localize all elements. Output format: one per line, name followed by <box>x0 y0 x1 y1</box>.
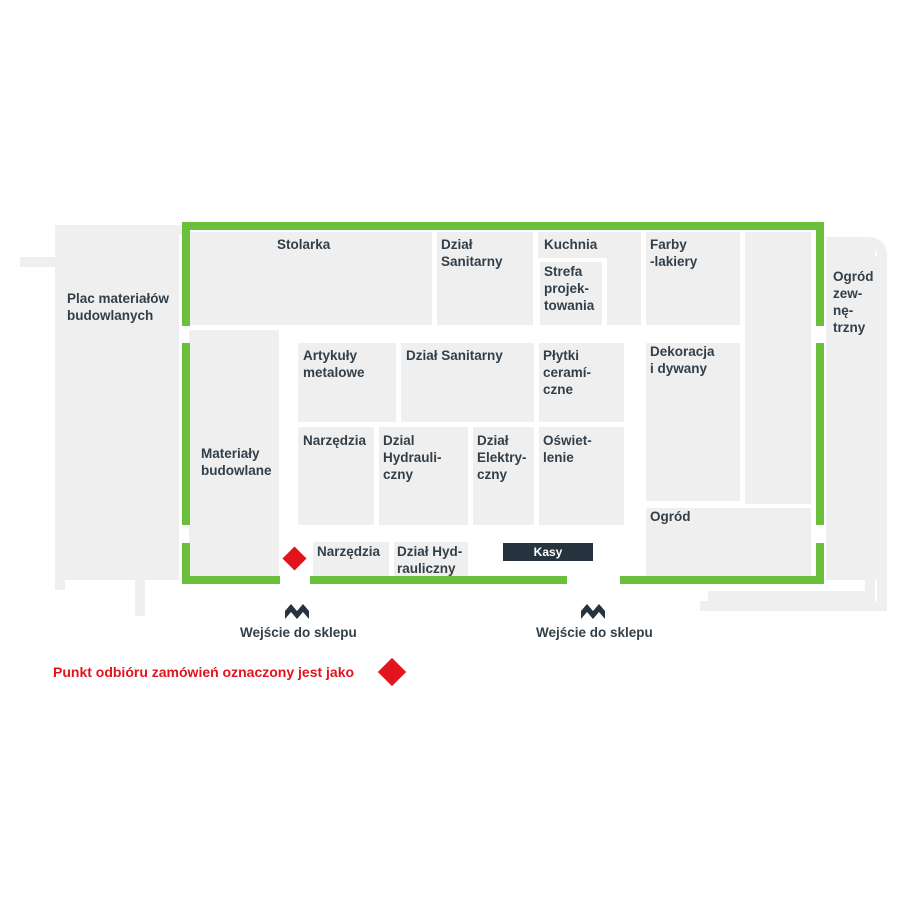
zone-hydrauliczny-mid <box>379 427 468 525</box>
zone-sanitarny-top <box>437 232 533 325</box>
zone-right-wall-strip <box>745 232 811 504</box>
label-plac: Plac materiałów budowlanych <box>67 291 170 323</box>
label-ogrod: Ogród <box>650 509 691 524</box>
zone-plac <box>63 234 179 580</box>
zone-materialy-column <box>189 330 279 577</box>
wall-top <box>182 222 824 326</box>
entrance-right-icon <box>581 604 605 619</box>
label-hydrauliczny-bottom: Dział Hyd- rauliczny <box>397 544 463 576</box>
label-plytki: Płytki ceramí- czne <box>543 348 592 397</box>
label-sanitarny-mid: Dział Sanitarny <box>406 348 503 363</box>
ogrod-zew-outline <box>700 237 887 611</box>
zone-oswietlenie <box>539 427 624 525</box>
entrance-left-label: Wejście do sklepu <box>240 625 357 640</box>
entrance-right-label: Wejście do sklepu <box>536 625 653 640</box>
zone-sanitarny-mid <box>401 343 534 422</box>
label-narzedzia-mid: Narzędzia <box>303 433 367 448</box>
zone-elektryczny <box>473 427 534 525</box>
checkout-kasy: Kasy <box>503 543 593 561</box>
zone-kuchnia-side <box>607 232 641 325</box>
legend-diamond-icon <box>377 657 407 687</box>
label-strefa: Strefa projek- towania <box>544 264 595 313</box>
pickup-legend-text: Punkt odbióru zamówień oznaczony jest ja… <box>53 664 355 680</box>
zone-ogrod-zew <box>826 256 878 580</box>
label-narzedzia-bottom: Narzędzia <box>317 544 381 559</box>
pickup-point-icon <box>282 546 307 571</box>
label-oswietlenie: Oświet- lenie <box>543 433 592 465</box>
zone-dekoracja <box>646 343 740 501</box>
zone-stolarka <box>189 232 432 325</box>
wall-bottom-right <box>620 543 824 584</box>
label-elektryczny: Dział Elektry- czny <box>477 433 527 482</box>
zone-artykuly <box>298 343 396 422</box>
zone-narzedzia-bottom <box>313 542 389 577</box>
wall-left-bottom <box>182 543 280 584</box>
label-kuchnia: Kuchnia <box>544 237 598 252</box>
label-artykuly: Artykuły metalowe <box>303 348 365 380</box>
plac-outline <box>55 225 182 590</box>
label-farby: Farby -lakiery <box>650 237 698 269</box>
zone-farby <box>646 232 740 325</box>
label-hydrauliczny-mid: Dzial Hydrauli- czny <box>383 433 442 482</box>
label-materialy: Materiały budowlane <box>201 446 272 478</box>
zone-plytki <box>539 343 624 422</box>
zone-ogrod <box>646 508 811 577</box>
label-sanitarny-top: Dział Sanitarny <box>441 237 503 269</box>
entrance-left-icon <box>285 604 309 619</box>
zone-hydrauliczny-bottom <box>394 542 468 577</box>
label-dekoracja: Dekoracja i dywany <box>650 344 715 376</box>
label-stolarka: Stolarka <box>277 237 331 252</box>
label-ogrod-zew: Ogród zew- nę- trzny <box>833 269 874 335</box>
zone-strefa <box>540 262 602 325</box>
zone-narzedzia-mid <box>298 427 374 525</box>
